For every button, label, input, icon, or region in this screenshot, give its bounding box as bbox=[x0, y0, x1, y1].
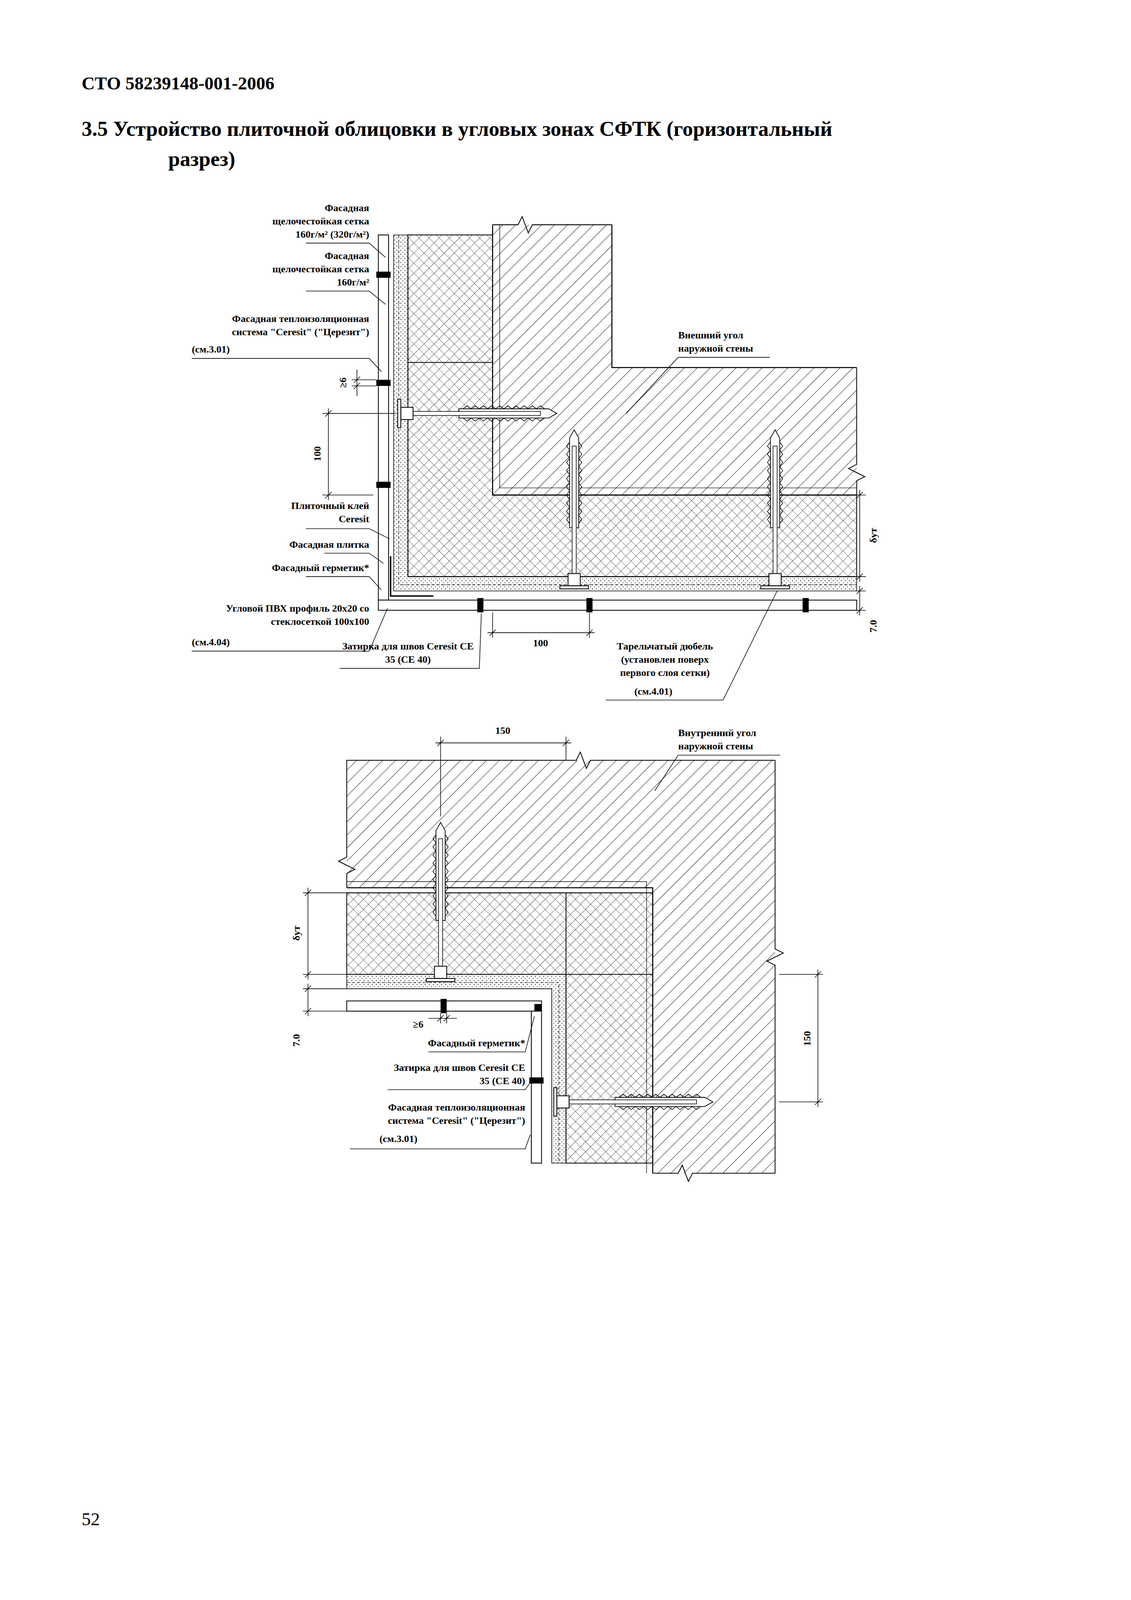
joint bbox=[529, 1077, 544, 1084]
dimension-value: 150 bbox=[495, 723, 511, 737]
page-number: 52 bbox=[81, 1507, 100, 1531]
mesh-line bbox=[346, 982, 559, 1163]
dimension-lines bbox=[322, 369, 867, 638]
dimension-value: ≥6 bbox=[412, 1017, 424, 1031]
callout-label: Фасадный герметик* bbox=[271, 560, 369, 575]
joint bbox=[376, 481, 391, 488]
dimension-value: 150 bbox=[799, 1030, 814, 1046]
facade-tile bbox=[378, 234, 389, 601]
section-title: 3.5 Устройство плиточной облицовки в угл… bbox=[81, 114, 857, 175]
callout-label: Фасадная теплоизоляционная система "Cere… bbox=[349, 1100, 526, 1127]
callout-label: Тарельчатый дюбель (установлен поверх пе… bbox=[606, 639, 724, 680]
base-coat bbox=[393, 234, 857, 591]
callout-label: Внутренний угол наружной стены bbox=[678, 726, 781, 753]
break-line bbox=[338, 752, 784, 1182]
leader-lines bbox=[191, 243, 778, 701]
plate-dowel bbox=[426, 822, 456, 982]
board-joint bbox=[407, 362, 493, 364]
reference-note: (см.4.01) bbox=[634, 684, 673, 698]
inner-corner-section bbox=[302, 736, 823, 1182]
reference-note: (см.3.01) bbox=[191, 342, 230, 356]
plate-dowel bbox=[560, 429, 589, 589]
callout-label: Фасадный герметик* bbox=[427, 1036, 525, 1050]
break-line bbox=[492, 216, 865, 495]
facade-tile bbox=[378, 600, 857, 611]
plate-dowel bbox=[553, 1087, 713, 1117]
joint bbox=[586, 597, 593, 613]
dimension-value: 7.0 bbox=[866, 619, 880, 633]
pvc-corner-profile bbox=[390, 556, 434, 597]
sealant bbox=[534, 1003, 542, 1012]
callout-label: Фасадная теплоизоляционная система "Cere… bbox=[193, 311, 370, 339]
callout-label: Затирка для швов Ceresit CE 35 (CE 40) bbox=[387, 1060, 526, 1088]
wall-outline bbox=[492, 224, 857, 496]
insulation-board bbox=[346, 892, 653, 1163]
joint bbox=[376, 271, 391, 278]
joint bbox=[802, 597, 809, 613]
concrete-wall bbox=[492, 224, 857, 496]
dimension-value: 7.0 bbox=[289, 1033, 303, 1047]
dimension-lines bbox=[302, 736, 823, 1107]
board-joint bbox=[565, 892, 653, 975]
joint bbox=[440, 998, 447, 1013]
callout-label: Плиточный клей Ceresit bbox=[279, 498, 370, 526]
plate-dowel bbox=[760, 429, 790, 589]
joint bbox=[376, 379, 391, 386]
dimension-value: δут bbox=[866, 527, 880, 543]
wall-plaster bbox=[499, 224, 857, 488]
callout-label: Фасадная щелочестойкая сетка 160г/м² bbox=[254, 249, 369, 289]
callout-label: Фасадная щелочестойкая сетка 160г/м² (32… bbox=[254, 201, 369, 241]
leader-lines bbox=[349, 755, 781, 1149]
dimension-value: 100 bbox=[533, 635, 549, 649]
tile-joints bbox=[376, 271, 809, 613]
document-code: СТО 58239148-001-2006 bbox=[81, 71, 275, 96]
outer-corner-section bbox=[191, 216, 866, 701]
concrete-wall bbox=[346, 760, 775, 1174]
callout-label: Фасадная плитка bbox=[289, 537, 370, 551]
dimension-value: 100 bbox=[310, 446, 324, 462]
callout-label: Угловой ПВХ профиль 20х20 со стеклосетко… bbox=[216, 601, 369, 628]
facade-tile bbox=[531, 1011, 542, 1163]
callout-label: Затирка для швов Ceresit CE 35 (CE 40) bbox=[339, 639, 478, 666]
reference-note: (см.3.01) bbox=[379, 1131, 418, 1146]
joint bbox=[477, 597, 484, 613]
dimension-value: ≥6 bbox=[336, 377, 350, 388]
wall-outline bbox=[346, 887, 653, 1173]
base-coat bbox=[346, 974, 566, 1163]
callout-label: Внешний угол наружной стены bbox=[678, 328, 775, 355]
dimension-value: δут bbox=[289, 925, 303, 941]
plate-dowel bbox=[397, 399, 557, 428]
reference-note: (см.4.04) bbox=[191, 635, 230, 649]
